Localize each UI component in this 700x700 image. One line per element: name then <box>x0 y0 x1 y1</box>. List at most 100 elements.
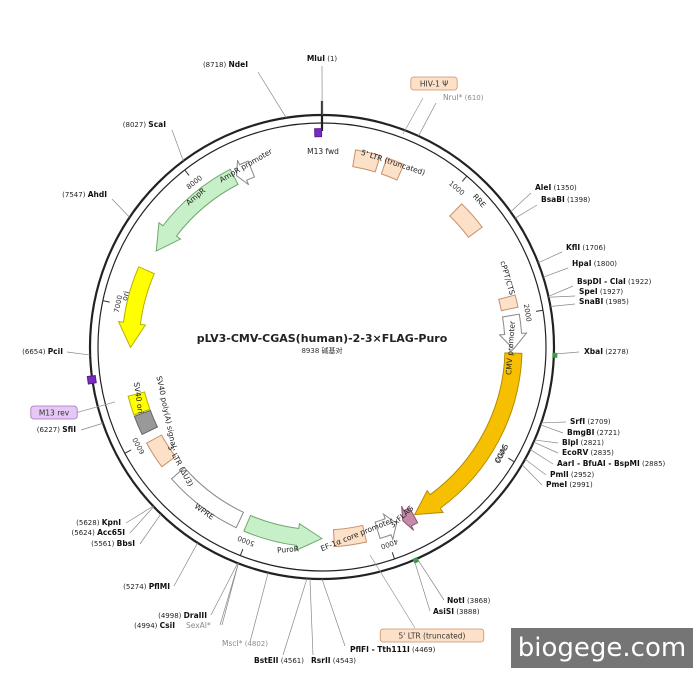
site-leader-line <box>257 71 287 118</box>
rre <box>449 203 483 238</box>
site-name: SfiI <box>62 425 76 434</box>
site-position: (1800) <box>592 260 618 268</box>
site-position: (2709) <box>585 418 611 426</box>
site-position: (4802) <box>242 640 268 648</box>
site-name: PmlI <box>550 470 569 479</box>
site-leader-line <box>524 458 547 476</box>
site-position: (2952) <box>569 471 595 479</box>
m13-fwd <box>314 128 323 138</box>
site-leader-line <box>210 562 239 616</box>
site-position: (2278) <box>603 348 629 356</box>
restriction-site: RsrII (4543) <box>311 656 356 665</box>
feature-label-cmv: CMV promoter <box>504 320 517 375</box>
sv40-ori <box>133 409 159 436</box>
site-position: (5274) <box>123 583 149 591</box>
site-leader-line <box>416 558 445 601</box>
site-position: (1985) <box>603 298 629 306</box>
tick-mark <box>184 169 190 176</box>
restriction-site: PmlI (2952) <box>550 470 594 479</box>
ltr5-bottom <box>332 524 368 548</box>
site-name: BmgBI <box>567 428 595 437</box>
callout-leader <box>402 97 424 135</box>
site-position: (5628) <box>76 519 102 527</box>
site-name: KpnI <box>102 518 122 527</box>
site-position: (1) <box>325 55 337 63</box>
tick-mark <box>124 449 132 454</box>
site-position: (2991) <box>567 481 593 489</box>
restriction-site: (5274) PflMI <box>123 582 170 591</box>
site-leader-line <box>540 424 564 434</box>
site-name: MluI <box>307 54 325 63</box>
restriction-site: (4998) DraIII <box>158 611 207 620</box>
site-name: PflMI <box>149 582 171 591</box>
site-name: EcoRV <box>562 448 588 457</box>
site-leader-line <box>221 563 239 626</box>
site-name: KflI <box>566 243 580 252</box>
site-name: XbaI <box>584 347 603 356</box>
site-position: (5561) <box>91 540 117 548</box>
callout-box <box>30 405 78 420</box>
tick-label: 5000 <box>236 534 256 548</box>
site-leader-line <box>309 578 314 656</box>
cppt <box>498 294 519 312</box>
tick-label: 1000 <box>447 179 466 197</box>
restriction-site: (6654) PciI <box>22 347 63 356</box>
site-leader-line <box>125 505 154 524</box>
restriction-site: EcoRV (2835) <box>562 448 614 457</box>
restriction-site: BstEII (4561) <box>254 656 304 665</box>
ef1a-promoter <box>374 512 398 542</box>
site-name: BlpI <box>562 438 579 447</box>
site-name: SrfI <box>570 417 585 426</box>
cgas <box>413 352 523 516</box>
site-leader-line <box>521 464 543 486</box>
site-position: (610) <box>462 94 483 102</box>
tick-mark <box>508 457 515 463</box>
callout-box <box>410 76 458 91</box>
restriction-site: (6227) SfiI <box>37 425 76 434</box>
site-leader-line <box>66 351 91 356</box>
ltr5-right <box>380 157 405 181</box>
site-leader-line <box>80 422 103 431</box>
callout-box <box>379 628 485 643</box>
site-name: BbsI <box>117 539 136 548</box>
site-name: NotI <box>447 596 465 605</box>
site-position: (2821) <box>578 439 604 447</box>
wpre <box>170 466 245 529</box>
site-name: MscI* <box>222 639 243 648</box>
site-position: (1398) <box>565 196 591 204</box>
site-leader-line <box>514 204 538 219</box>
site-position: (2721) <box>594 429 620 437</box>
restriction-site: HpaI (1800) <box>572 259 617 268</box>
site-name: Acc65I <box>97 528 125 537</box>
restriction-site: PmeI (2991) <box>546 480 593 489</box>
ori <box>117 266 155 349</box>
restriction-site: (8027) ScaI <box>123 120 166 129</box>
site-position: (4994) <box>134 622 160 630</box>
restriction-site: BlpI (2821) <box>562 438 604 447</box>
site-name: AleI <box>535 183 551 192</box>
site-position: (2835) <box>588 449 614 457</box>
ltr5-left <box>352 149 381 173</box>
callout-leader <box>74 401 116 414</box>
site-position: (3888) <box>454 608 480 616</box>
restriction-site: (7547) AhdI <box>62 190 107 199</box>
site-position: (1706) <box>580 244 606 252</box>
feature-annotations <box>86 128 558 564</box>
restriction-site: NotI (3868) <box>447 596 491 605</box>
m13-rev <box>86 375 97 385</box>
site-leader-line <box>543 267 569 278</box>
restriction-site: AarI - BfuAI - BspMI (2885) <box>557 459 666 468</box>
tick-mark <box>535 309 544 312</box>
site-leader-line <box>139 513 162 545</box>
tick-label: 7000 <box>113 294 125 313</box>
site-name: RsrII <box>311 656 331 665</box>
site-name: SnaBI <box>579 297 604 306</box>
site-position: (4561) <box>278 657 304 665</box>
site-leader-line <box>418 102 437 137</box>
feature-label-m13fwd: M13 fwd <box>307 147 339 156</box>
site-leader-line <box>548 285 574 297</box>
map-length: 8938 碱基对 <box>301 346 342 355</box>
restriction-site: (5624) Acc65I <box>72 528 126 537</box>
